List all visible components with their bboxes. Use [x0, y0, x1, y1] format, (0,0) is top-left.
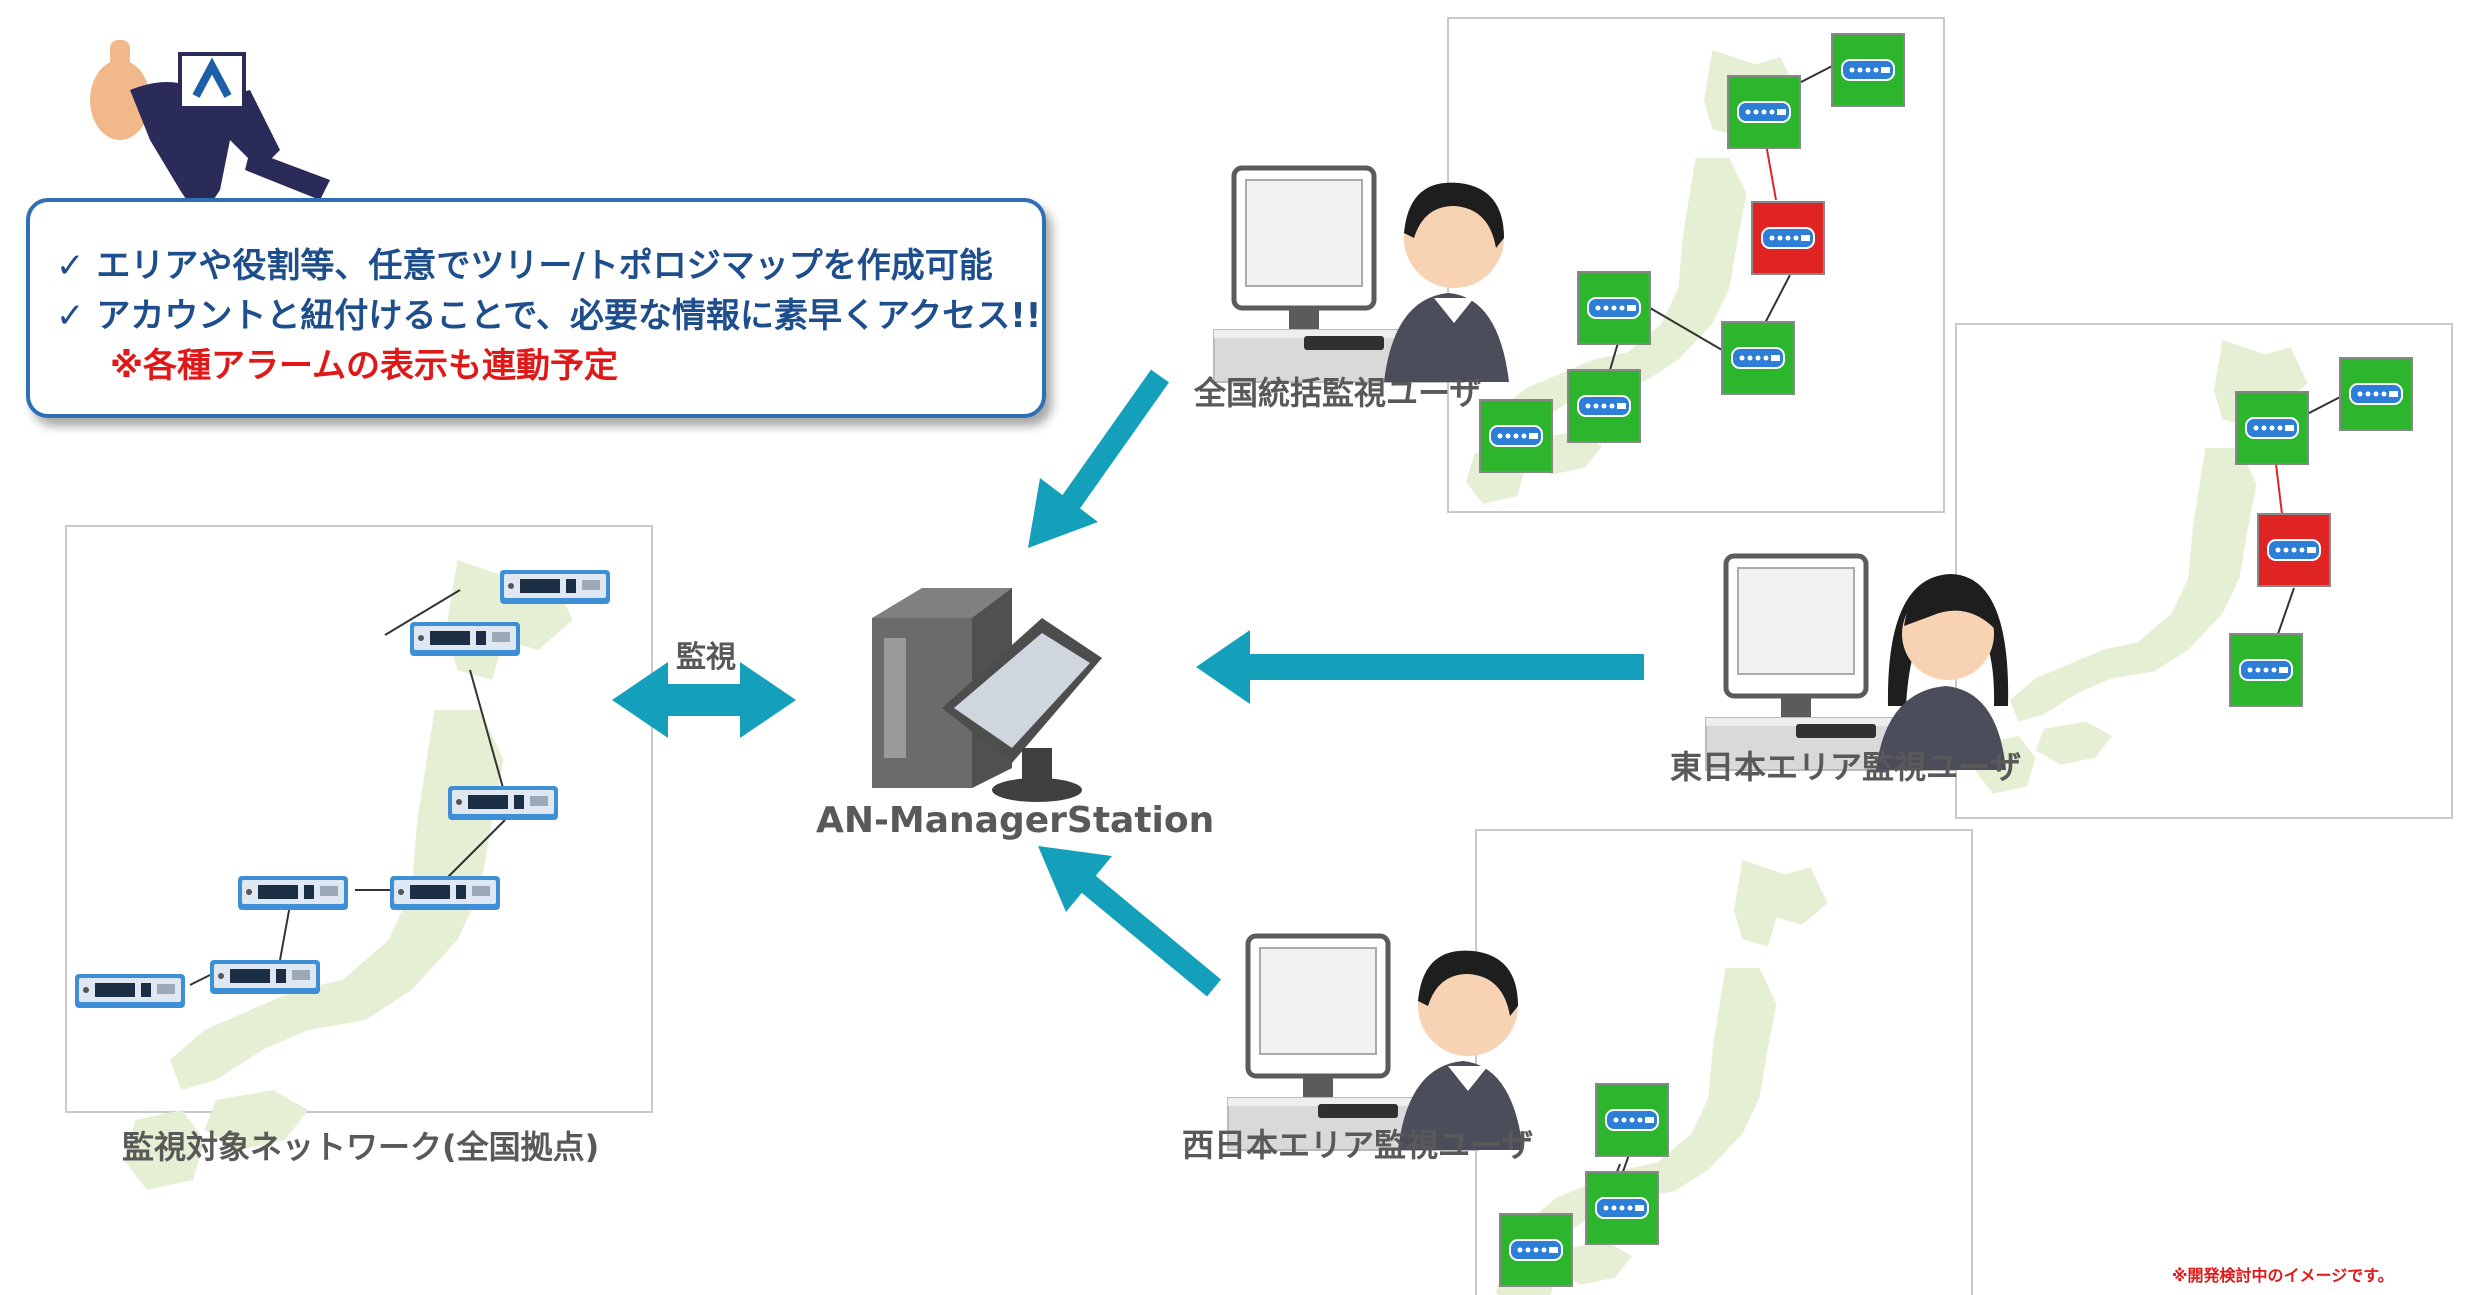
west-user-label: 西日本エリア監視ユーザ	[1182, 1126, 1534, 1164]
server-computer-icon	[872, 588, 1102, 802]
switch-icon	[210, 960, 320, 994]
node-ok-icon	[1499, 1213, 1573, 1287]
mascot-thumbs-up-icon	[90, 40, 330, 220]
node-ok-icon	[1721, 321, 1795, 395]
east-user-label: 東日本エリア監視ユーザ	[1670, 748, 2022, 786]
node-ok-icon	[1585, 1171, 1659, 1245]
switch-icon	[500, 570, 610, 604]
east-operator-icon	[1706, 556, 2008, 770]
switch-icon	[448, 786, 558, 820]
server-label: AN-ManagerStation	[816, 800, 1215, 841]
switch-icon	[238, 876, 348, 910]
feature-callout: ✓ エリアや役割等、任意でツリー/トポロジマップを作成可能 ✓ アカウントと紐付…	[26, 198, 1046, 418]
network-links-left	[189, 589, 506, 986]
target-network-label: 監視対象ネットワーク(全国拠点)	[122, 1128, 600, 1166]
switch-icon	[75, 974, 185, 1008]
arrow-national-to-server	[1028, 369, 1169, 548]
footnote: ※開発検討中のイメージです。	[2172, 1266, 2394, 1285]
monitoring-label: 監視	[676, 640, 736, 675]
node-ok-icon	[2235, 391, 2309, 465]
node-ok-icon	[1567, 369, 1641, 443]
node-ok-icon	[1595, 1083, 1669, 1157]
monitoring-double-arrow	[612, 662, 796, 738]
node-ok-icon	[1479, 399, 1553, 473]
national-user-label: 全国統括監視ユーザ	[1194, 374, 1482, 412]
node-alarm-icon	[1751, 201, 1825, 275]
callout-feature-1: ✓ エリアや役割等、任意でツリー/トポロジマップを作成可能	[56, 246, 993, 286]
switch-icon	[410, 622, 520, 656]
national-operator-icon	[1214, 168, 1509, 382]
west-operator-icon	[1228, 936, 1523, 1150]
node-ok-icon	[1577, 271, 1651, 345]
national-map-links	[1567, 61, 1841, 431]
callout-feature-2: ✓ アカウントと紐付けることで、必要な情報に素早くアクセス!!	[56, 296, 1042, 336]
node-ok-icon	[1831, 33, 1905, 107]
switch-icon	[390, 876, 500, 910]
arrow-east-to-server	[1196, 630, 1644, 704]
node-ok-icon	[2229, 633, 2303, 707]
node-alarm-icon	[2257, 513, 2331, 587]
node-ok-icon	[2339, 357, 2413, 431]
callout-alarm-note: ※各種アラームの表示も連動予定	[110, 346, 619, 386]
arrow-west-to-server	[1038, 846, 1222, 997]
node-ok-icon	[1727, 75, 1801, 149]
